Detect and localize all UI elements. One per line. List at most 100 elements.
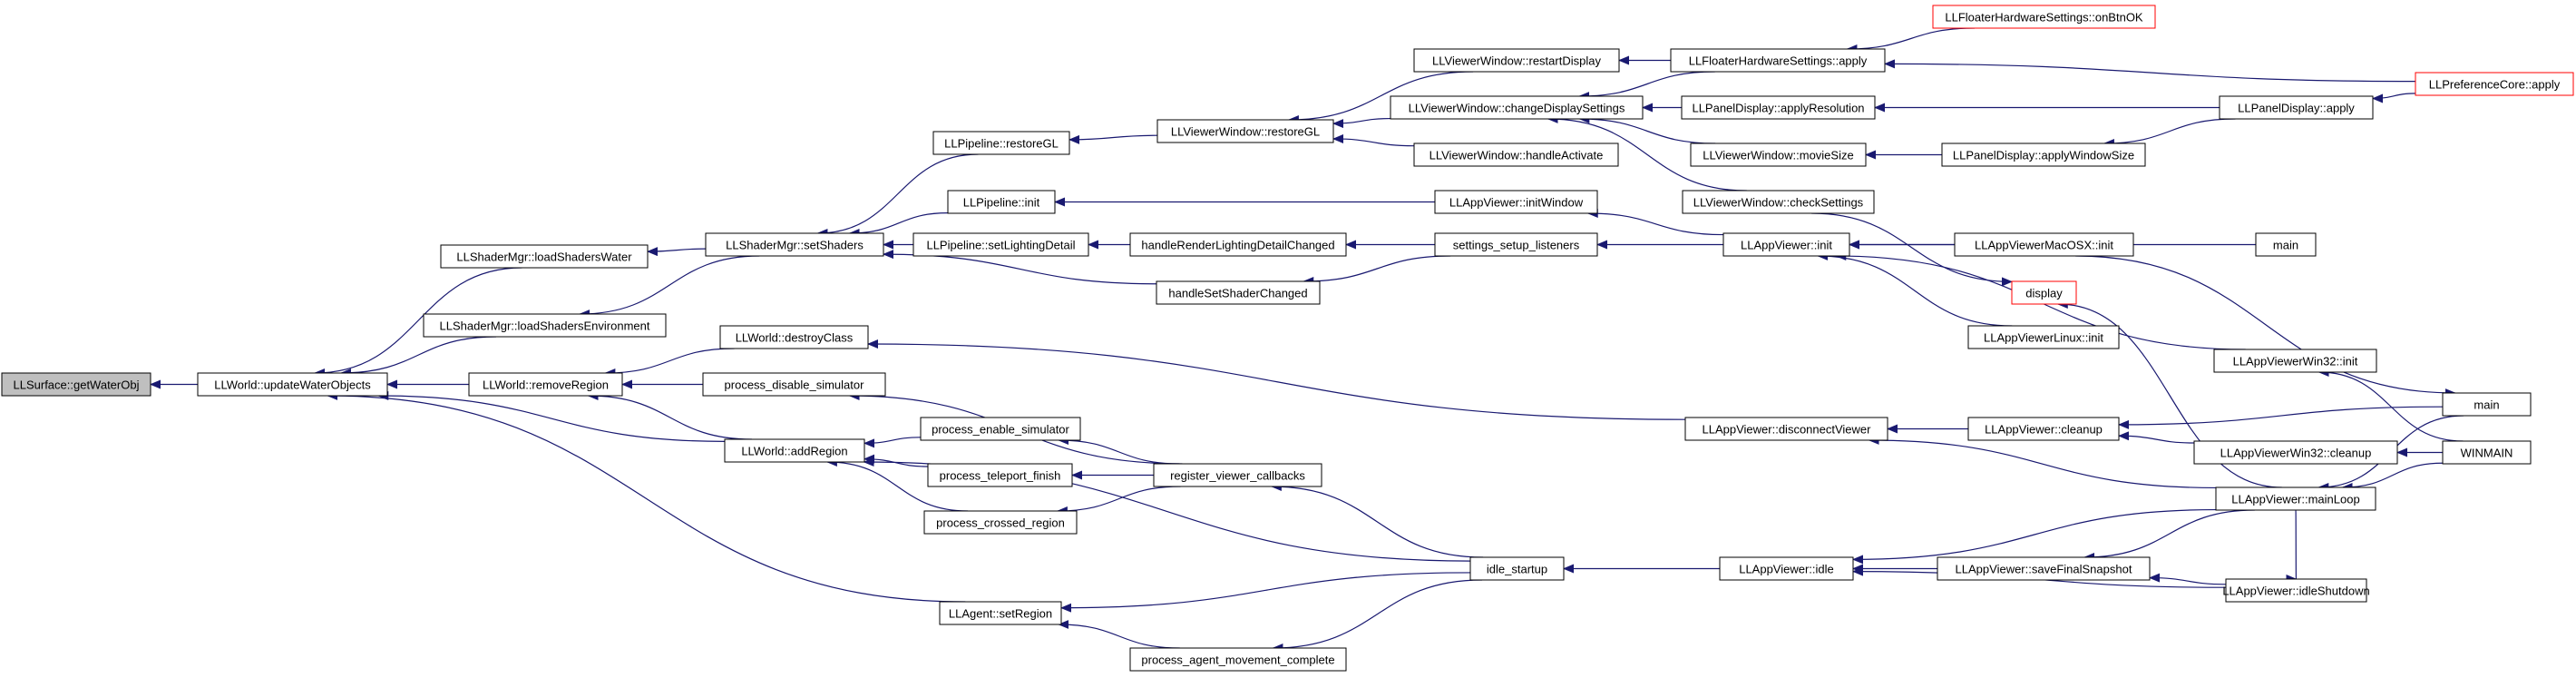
node-llappviewermacosx-init[interactable]: LLAppViewerMacOSX::init xyxy=(1954,232,2134,257)
node-llpaneldisplay-applyresolution[interactable]: LLPanelDisplay::applyResolution xyxy=(1681,95,1876,120)
node-llshadermgr-loadshadersenvironment[interactable]: LLShaderMgr::loadShadersEnvironment xyxy=(423,313,667,338)
node-box xyxy=(2415,72,2574,96)
node-llappviewer-initwindow[interactable]: LLAppViewer::initWindow xyxy=(1434,190,1598,214)
node-box xyxy=(1967,417,2120,441)
node-label: LLWorld::removeRegion xyxy=(483,378,609,392)
call-edge xyxy=(2075,255,2456,398)
node-box xyxy=(1682,190,1875,214)
node-settings-setup-listeners[interactable]: settings_setup_listeners xyxy=(1434,232,1598,257)
call-edge xyxy=(2056,300,2282,488)
node-box xyxy=(939,601,1062,625)
node-llshadermgr-loadshaderswater[interactable]: LLShaderMgr::loadShadersWater xyxy=(440,244,649,269)
node-llpaneldisplay-applywindowsize[interactable]: LLPanelDisplay::applyWindowSize xyxy=(1941,142,2146,167)
node-box xyxy=(1156,119,1334,143)
node-llshadermgr-setshaders[interactable]: LLShaderMgr::setShaders xyxy=(705,232,884,257)
node-label: LLAppViewer::cleanup xyxy=(1985,423,2103,437)
node-label: LLWorld::addRegion xyxy=(741,445,847,458)
call-edge xyxy=(816,153,979,238)
node-llagent-setregion[interactable]: LLAgent::setRegion xyxy=(939,601,1062,625)
node-label: process_crossed_region xyxy=(936,516,1065,530)
node-box xyxy=(1967,325,2120,349)
node-llviewerwindow-moviesize[interactable]: LLViewerWindow::movieSize xyxy=(1690,142,1867,167)
node-llworld-addregion[interactable]: LLWorld::addRegion xyxy=(724,438,865,463)
node-register-viewer-callbacks[interactable]: register_viewer_callbacks xyxy=(1153,463,1322,487)
call-edge xyxy=(2118,431,2195,444)
node-display[interactable]: display xyxy=(2011,280,2077,305)
node-process-teleport-finish[interactable]: process_teleport_finish xyxy=(927,463,1073,487)
node-label: LLPipeline::restoreGL xyxy=(944,137,1059,151)
node-box xyxy=(2011,280,2077,305)
node-label: LLAppViewer::idleShutdown xyxy=(2222,585,2369,598)
node-main[interactable]: main xyxy=(2442,392,2532,417)
node-llpaneldisplay-apply[interactable]: LLPanelDisplay::apply xyxy=(2219,95,2374,120)
call-edge xyxy=(587,391,752,440)
node-llappviewerwin32-cleanup[interactable]: LLAppViewerWin32::cleanup xyxy=(2193,440,2398,465)
node-box xyxy=(1,372,151,397)
node-box xyxy=(1941,142,2146,167)
node-llviewerwindow-restartdisplay[interactable]: LLViewerWindow::restartDisplay xyxy=(1413,48,1620,73)
call-edge xyxy=(2341,462,2444,492)
node-llappviewer-cleanup[interactable]: LLAppViewer::cleanup xyxy=(1967,417,2120,441)
node-label: process_disable_simulator xyxy=(725,378,865,392)
node-llappviewer-idleshutdown[interactable]: LLAppViewer::idleShutdown xyxy=(2222,578,2370,603)
node-llpreferencecore-apply[interactable]: LLPreferenceCore::apply xyxy=(2415,72,2574,96)
call-edge xyxy=(848,212,949,238)
node-llsurface-getwaterobj[interactable]: LLSurface::getWaterObj xyxy=(1,372,151,397)
node-llviewerwindow-checksettings[interactable]: LLViewerWindow::checkSettings xyxy=(1682,190,1875,214)
node-llworld-updatewaterobjects[interactable]: LLWorld::updateWaterObjects xyxy=(197,372,388,397)
call-edge xyxy=(1817,251,2013,327)
node-process-crossed-region[interactable]: process_crossed_region xyxy=(923,510,1078,535)
node-label: LLAppViewer::init xyxy=(1741,239,1832,252)
call-edge xyxy=(864,437,922,448)
node-llappviewer-mainloop[interactable]: LLAppViewer::mainLoop xyxy=(2215,486,2376,511)
node-handlerenderlightingdetailchanged[interactable]: handleRenderLightingDetailChanged xyxy=(1129,232,1347,257)
node-process-agent-movement-complete[interactable]: process_agent_movement_complete xyxy=(1129,647,1347,672)
node-box xyxy=(932,131,1070,155)
node-llappviewer-disconnectviewer[interactable]: LLAppViewer::disconnectViewer xyxy=(1684,417,1888,441)
node-llfloaterhardwaresettings-apply[interactable]: LLFloaterHardwareSettings::apply xyxy=(1670,48,1886,73)
node-label: process_agent_movement_complete xyxy=(1141,653,1334,667)
node-llappviewer-idle[interactable]: LLAppViewer::idle xyxy=(1719,556,1854,581)
node-box xyxy=(1719,556,1854,581)
call-edge xyxy=(1852,508,2217,565)
node-llfloaterhardwaresettings-onbtnok[interactable]: LLFloaterHardwareSettings::onBtnOK xyxy=(1932,5,2156,29)
node-handlesetshaderchanged[interactable]: handleSetShaderChanged xyxy=(1156,280,1321,305)
node-box xyxy=(705,232,884,257)
node-llviewerwindow-handleactivate[interactable]: LLViewerWindow::handleActivate xyxy=(1413,142,1619,167)
node-label: process_enable_simulator xyxy=(932,423,1069,437)
node-idle-startup[interactable]: idle_startup xyxy=(1469,556,1565,581)
node-label: LLViewerWindow::handleActivate xyxy=(1429,149,1604,162)
node-main[interactable]: main xyxy=(2255,232,2317,257)
node-label: LLViewerWindow::changeDisplaySettings xyxy=(1409,102,1625,115)
call-edge xyxy=(2317,368,2464,442)
node-label: LLAppViewer::initWindow xyxy=(1449,196,1584,210)
node-llappviewerwin32-init[interactable]: LLAppViewerWin32::init xyxy=(2213,349,2377,373)
node-box xyxy=(719,325,869,349)
node-label: handleSetShaderChanged xyxy=(1168,287,1307,300)
call-edge xyxy=(1303,255,1451,286)
node-llworld-removeregion[interactable]: LLWorld::removeRegion xyxy=(468,372,623,397)
call-edge xyxy=(604,348,735,378)
call-edge xyxy=(1578,71,1715,101)
node-label: LLAppViewerLinux::init xyxy=(1984,331,2103,345)
node-box xyxy=(2255,232,2317,257)
node-process-enable-simulator[interactable]: process_enable_simulator xyxy=(920,417,1081,441)
node-llviewerwindow-changedisplaysettings[interactable]: LLViewerWindow::changeDisplaySettings xyxy=(1390,95,1644,120)
node-llworld-destroyclass[interactable]: LLWorld::destroyClass xyxy=(719,325,869,349)
node-llappviewer-init[interactable]: LLAppViewer::init xyxy=(1722,232,1850,257)
call-edge xyxy=(1868,436,2217,489)
node-llpipeline-setlightingdetail[interactable]: LLPipeline::setLightingDetail xyxy=(912,232,1089,257)
node-llappviewer-savefinalsnapshot[interactable]: LLAppViewer::saveFinalSnapshot xyxy=(1937,556,2151,581)
node-process-disable-simulator[interactable]: process_disable_simulator xyxy=(702,372,886,397)
node-llpipeline-restoregl[interactable]: LLPipeline::restoreGL xyxy=(932,131,1070,155)
node-box xyxy=(923,510,1078,535)
node-box xyxy=(440,244,649,269)
node-llviewerwindow-restoregl[interactable]: LLViewerWindow::restoreGL xyxy=(1156,119,1334,143)
node-label: LLAppViewerWin32::cleanup xyxy=(2220,447,2372,460)
node-llappviewerlinux-init[interactable]: LLAppViewerLinux::init xyxy=(1967,325,2120,349)
call-edge xyxy=(1270,482,1484,558)
node-llpipeline-init[interactable]: LLPipeline::init xyxy=(947,190,1056,214)
node-box xyxy=(1390,95,1644,120)
node-winmain[interactable]: WINMAIN xyxy=(2442,440,2532,465)
node-box xyxy=(912,232,1089,257)
